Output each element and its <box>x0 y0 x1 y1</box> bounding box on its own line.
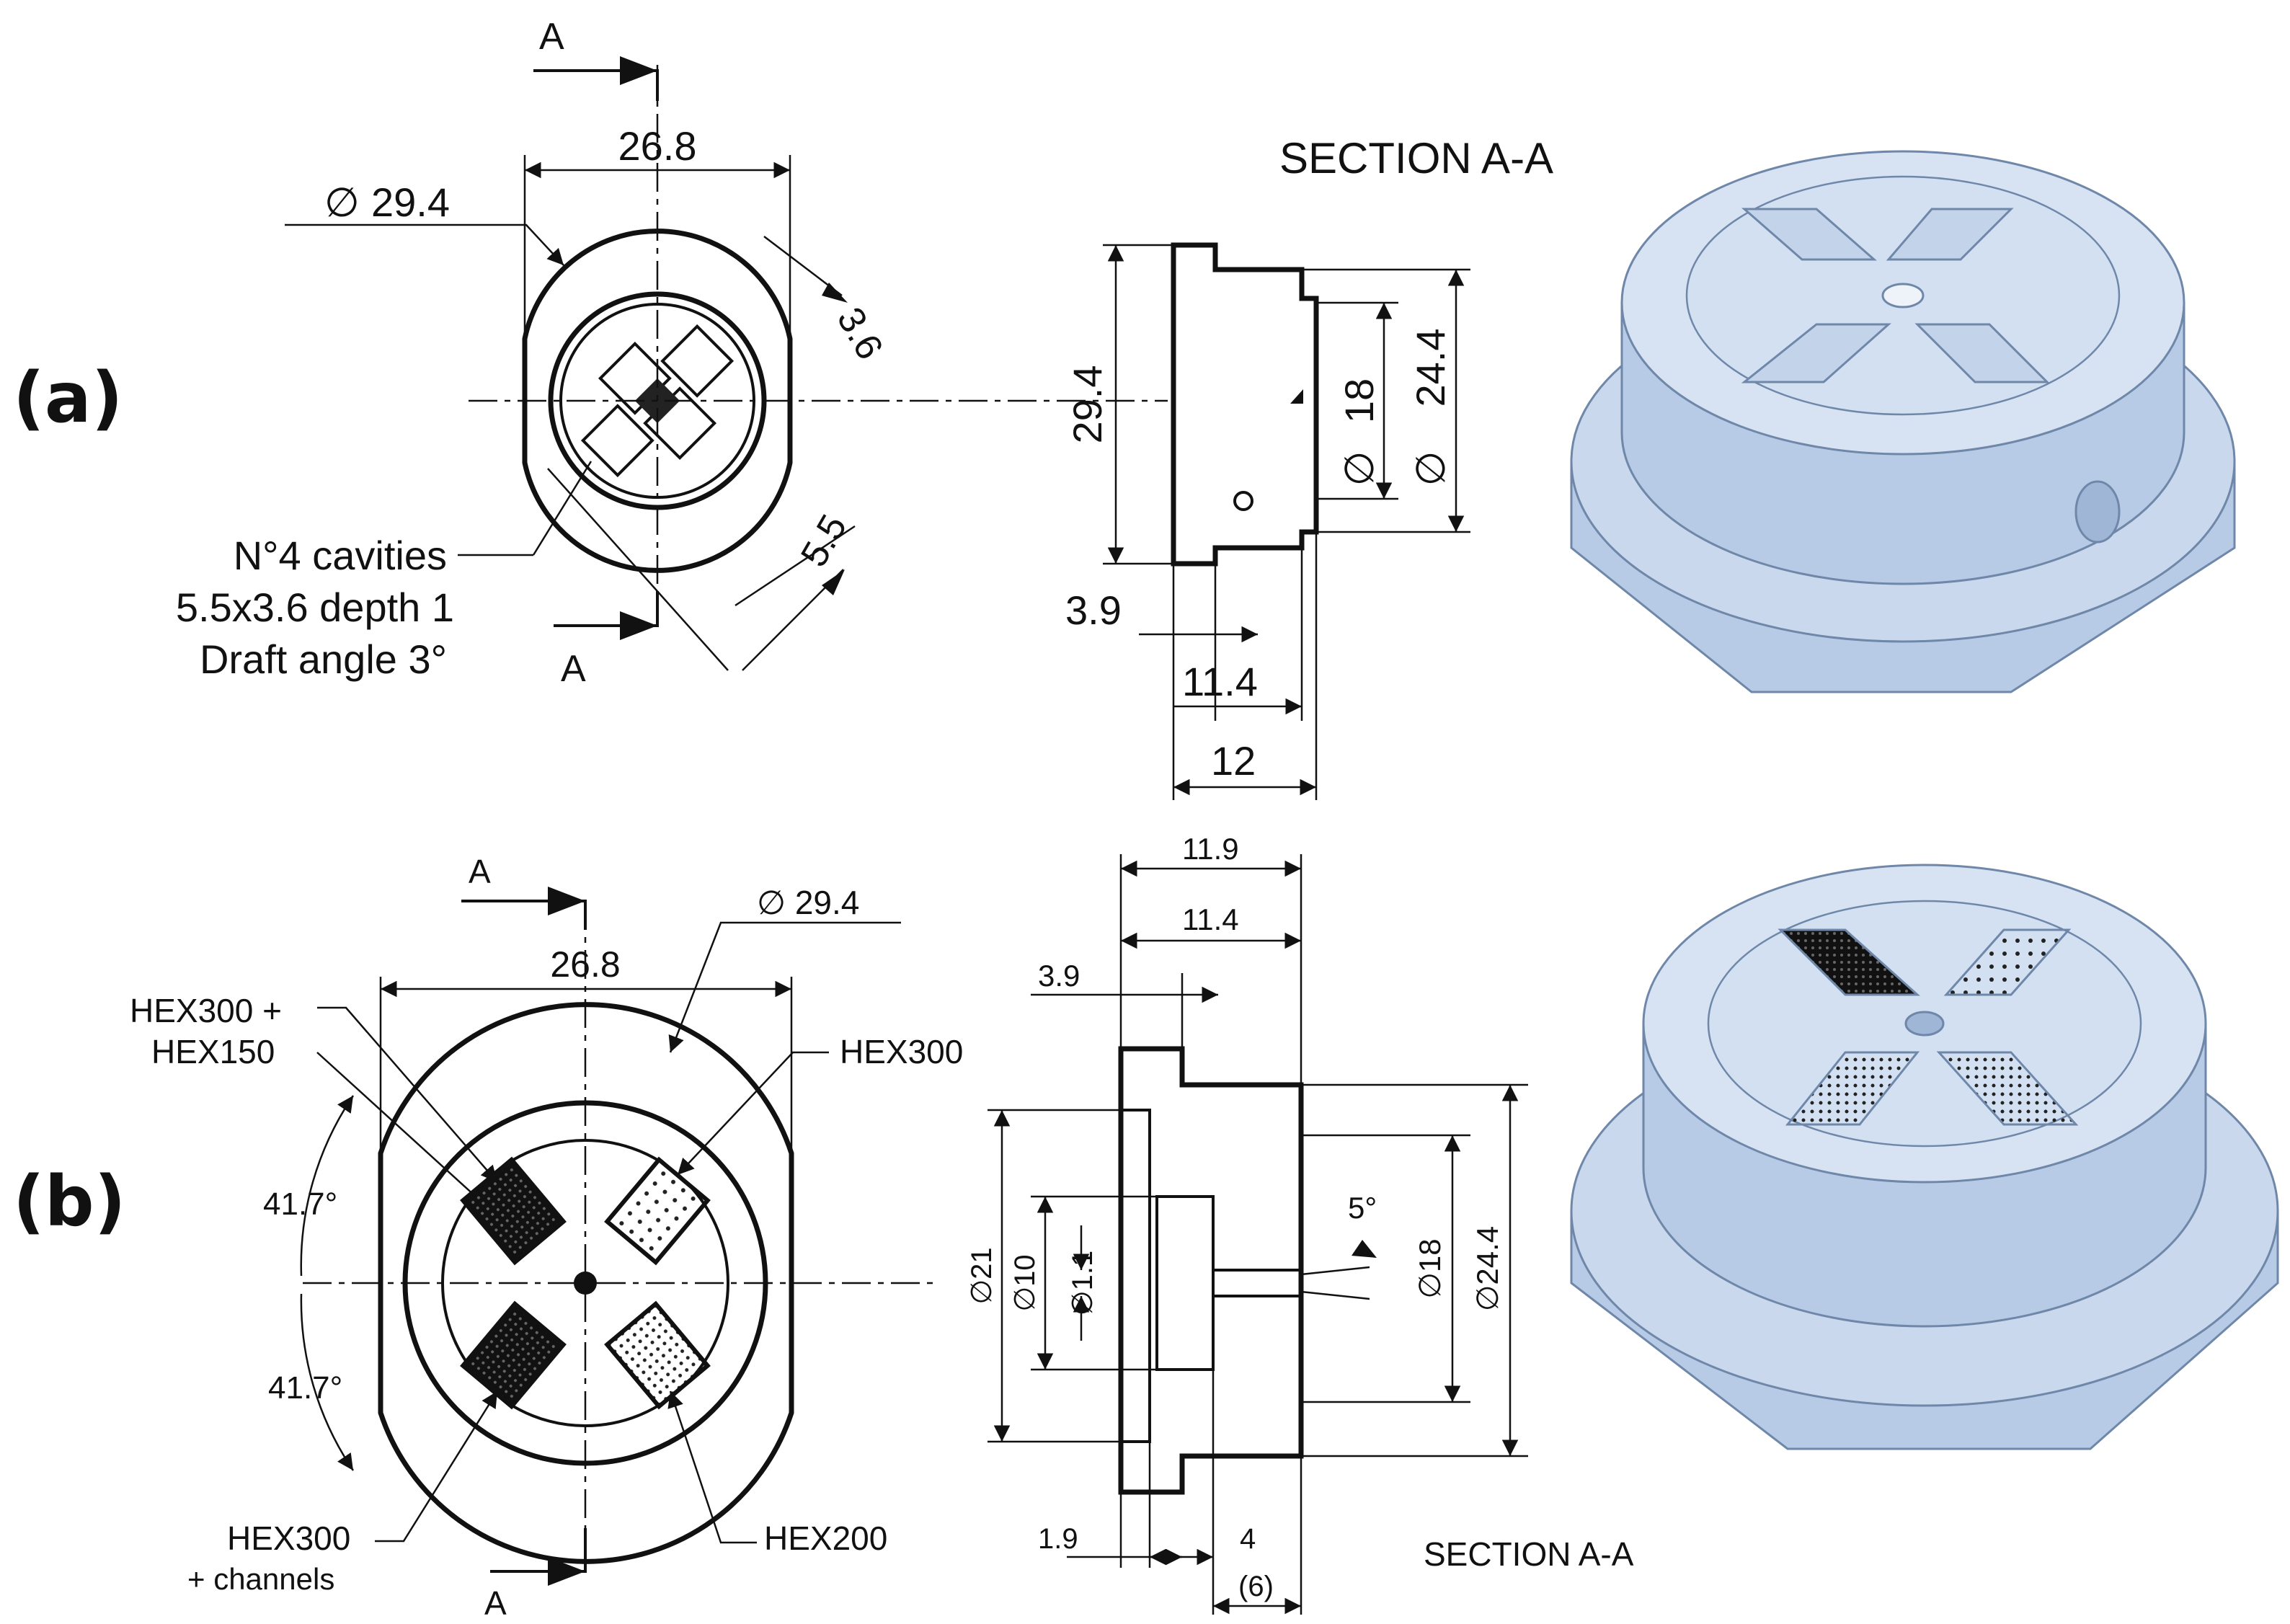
callout-hex300-channels-2: + channels <box>187 1562 334 1596</box>
section-mark-top-b: A <box>469 853 491 890</box>
dim-29-4-b: ∅ 29.4 <box>757 884 859 921</box>
outer-contour <box>522 228 793 573</box>
dim-24-4: 24.4 <box>1408 329 1453 407</box>
panel-a-section-view: 29.4 18 ∅ 24.4 ∅ 3.9 11.4 12 SECTION A-A <box>1065 134 1553 800</box>
callout-hex200: HEX200 <box>764 1519 887 1557</box>
panel-a-front-view: A A 26.8 ∅ 29.4 3.6 5.5 N <box>176 16 1168 690</box>
cavity-hex200 <box>604 1300 711 1410</box>
cavity-bottom <box>580 404 654 478</box>
section-arrow-bottom <box>620 611 657 640</box>
panel-b: (b) A A 26.8 <box>13 832 2279 1622</box>
dim-29-4-section: 29.4 <box>1065 365 1110 444</box>
section-body <box>1171 242 1319 567</box>
dim-dia-18-b: ∅18 <box>1413 1238 1447 1298</box>
panel-b-tag: (b) <box>13 1161 125 1242</box>
dim-4: 4 <box>1240 1523 1256 1555</box>
callout-hex300-hex150-1: HEX300 + <box>130 992 282 1029</box>
section-arrow-top <box>620 56 657 85</box>
callout-hex300-channels-1: HEX300 <box>227 1519 350 1557</box>
section-title-b: SECTION A-A <box>1424 1535 1634 1573</box>
section-mark-bottom: A <box>561 648 586 690</box>
angle-5deg: 5° <box>1348 1191 1377 1225</box>
dim-26-8-b: 26.8 <box>550 944 620 985</box>
dim-18: 18 <box>1336 378 1382 423</box>
dim-5-5: 5.5 <box>793 507 855 574</box>
dim-18-dia: ∅ <box>1336 451 1382 487</box>
panel-b-section-view: 5° ∅21 ∅10 ∅1.1 ∅18 ∅24.4 <box>966 832 1634 1615</box>
dim-1-9: 1.9 <box>1038 1523 1078 1555</box>
dim-dia-21: ∅21 <box>966 1247 998 1304</box>
panel-b-3d-model <box>1570 864 2279 1450</box>
angle-bottom: 41.7° <box>268 1370 342 1406</box>
dim-11-4-b: 11.4 <box>1182 902 1239 936</box>
dim-24-4-dia: ∅ <box>1408 451 1453 487</box>
section-mark-top: A <box>539 16 564 58</box>
note-line-3: Draft angle 3° <box>200 636 447 682</box>
note-line-1: N°4 cavities <box>234 533 447 578</box>
dim-dia-1-1: ∅1.1 <box>1067 1251 1099 1315</box>
dim-dia-symbol: ∅ <box>324 179 360 225</box>
panel-a-3d-model <box>1570 150 2236 693</box>
dim-29-4: 29.4 <box>371 179 450 225</box>
outer-contour-b <box>378 1002 794 1564</box>
dim-3-9-b: 3.9 <box>1038 959 1080 993</box>
dim-11-4: 11.4 <box>1182 659 1258 704</box>
cavity-hex300-hex150 <box>460 1156 567 1266</box>
cavity-top <box>660 324 735 398</box>
panel-b-front-view: A A 26.8 ∅ 29.4 41.7° 41.7° HEX300 + HEX… <box>130 853 963 1622</box>
dim-dia-24-4-b: ∅24.4 <box>1470 1226 1504 1311</box>
dim-3-9: 3.9 <box>1065 587 1122 633</box>
dim-5-5-line <box>735 525 856 607</box>
dim-11-9: 11.9 <box>1182 832 1239 866</box>
side-hole <box>1233 491 1253 511</box>
note-line-2: 5.5x3.6 depth 1 <box>176 585 454 630</box>
dia-29-4-leader <box>285 223 564 266</box>
section-title-a: SECTION A-A <box>1279 134 1553 182</box>
callout-hex300: HEX300 <box>840 1033 963 1070</box>
callout-hex300-hex150-2: HEX150 <box>151 1033 275 1070</box>
dim-3-6: 3.6 <box>829 301 891 367</box>
cavity-hex300-channels <box>460 1300 567 1410</box>
dim-6: (6) <box>1238 1571 1274 1602</box>
dim-12: 12 <box>1211 738 1256 784</box>
textured-cavities <box>460 1156 711 1410</box>
section-mark-bottom-b: A <box>484 1584 507 1622</box>
cavity-hex300 <box>604 1156 711 1266</box>
angle-top: 41.7° <box>263 1186 337 1222</box>
dim-26-8: 26.8 <box>618 123 697 169</box>
panel-a: (a) A A <box>13 16 2236 800</box>
panel-a-tag: (a) <box>13 358 123 438</box>
inner-pocket <box>1155 1195 1215 1371</box>
dim-dia-10: ∅10 <box>1009 1254 1041 1311</box>
